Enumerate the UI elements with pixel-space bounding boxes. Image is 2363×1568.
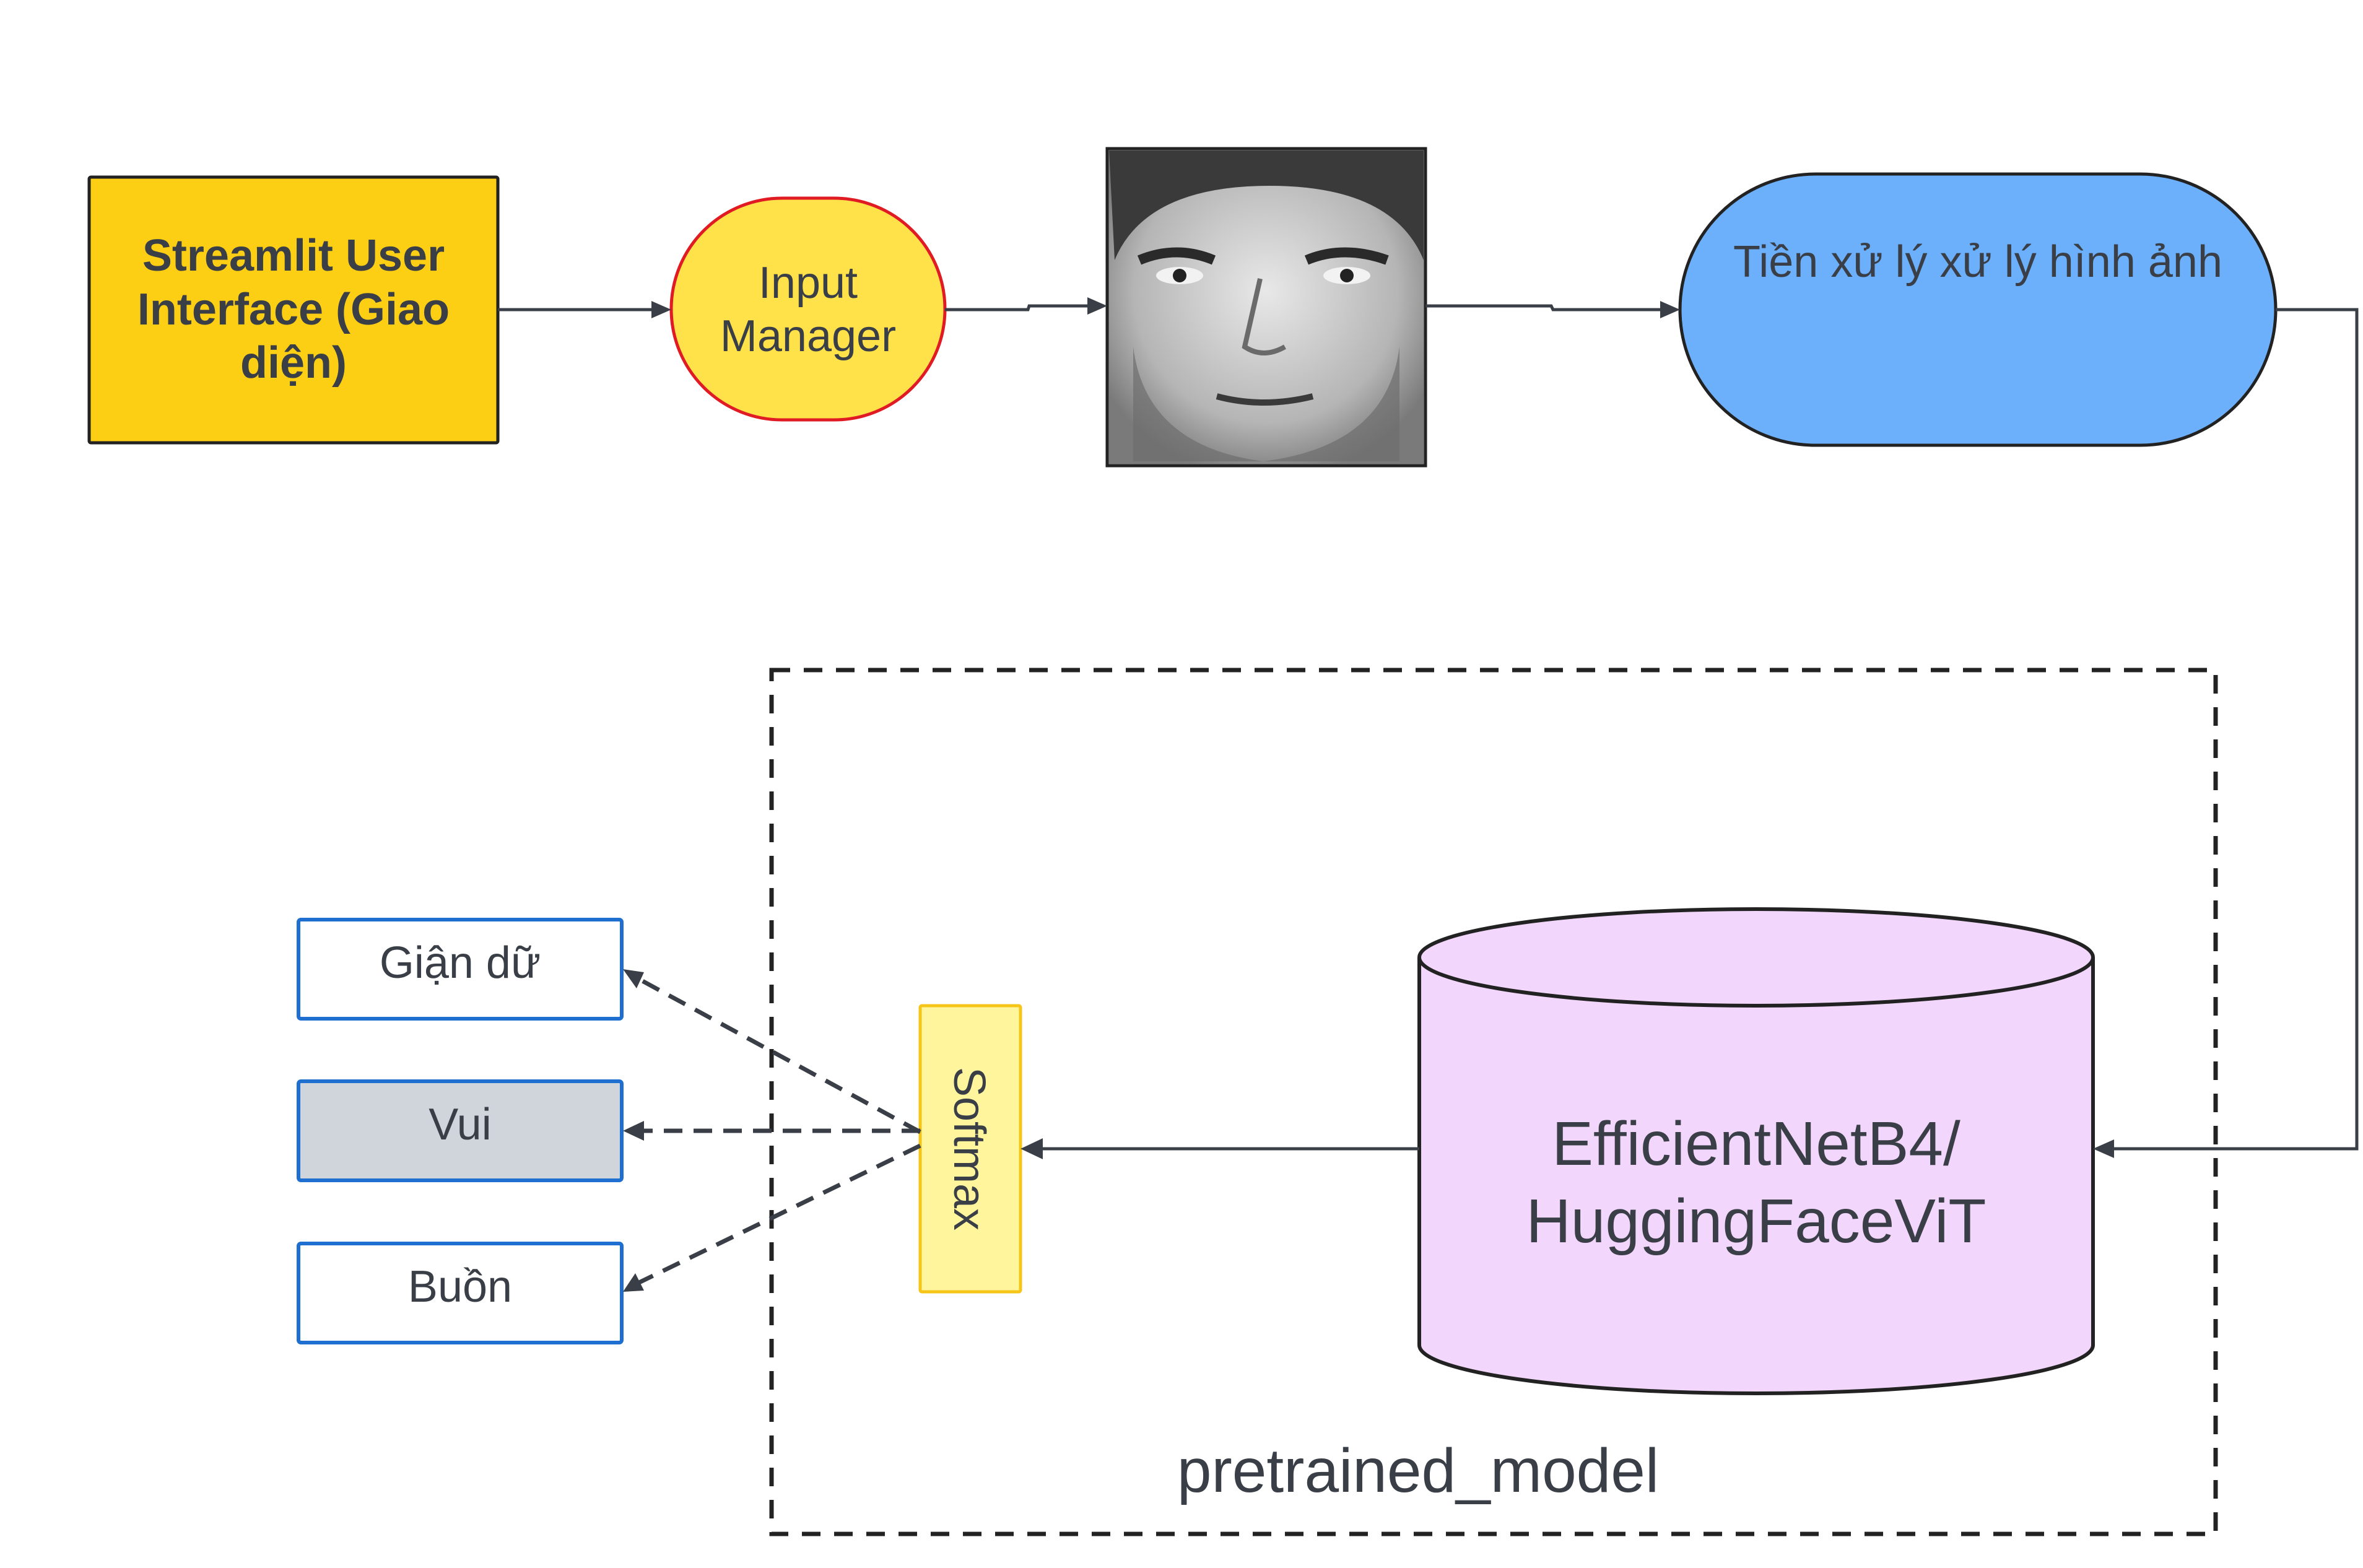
output-buon-box <box>297 1242 624 1344</box>
arrowhead-buon <box>623 1273 644 1292</box>
connector-preprocess-to-model <box>2103 308 2359 1151</box>
connector-softmax-to-buon <box>637 1143 921 1286</box>
input-manager-label: Input Manager <box>720 258 897 361</box>
softmax-label: Softmax <box>944 1066 994 1231</box>
pretrained-model-container <box>769 668 2218 1536</box>
arrowhead-model <box>2093 1139 2114 1158</box>
preprocess-label: Tiền xử lý xử lý hình ảnh <box>1733 237 2223 287</box>
output-vui-box <box>297 1079 624 1182</box>
output-gian-du-box <box>297 918 624 1021</box>
output-vui-label: Vui <box>429 1099 492 1149</box>
streamlit-ui-label: Streamlit User Interface (Giao diện) <box>137 231 450 388</box>
arrowhead-image <box>1087 297 1107 315</box>
arrowhead-input <box>651 301 671 318</box>
model-cylinder <box>1417 907 2095 1395</box>
connector-image-to-preprocess <box>1425 304 1671 311</box>
face-photo-icon <box>1105 147 1427 468</box>
pretrained-model-label: pretrained_model <box>1177 1436 1660 1505</box>
connector-input-to-image <box>945 304 1099 311</box>
arrowhead-vui <box>623 1121 644 1141</box>
model-label: EfficientNetB4/ HuggingFaceViT <box>1526 1109 1987 1256</box>
output-buon-label: Buồn <box>407 1261 513 1312</box>
arrowhead-gian-du <box>623 969 644 988</box>
output-gian-du-label: Giận dữ <box>379 938 541 988</box>
arrowhead-softmax <box>1020 1138 1043 1159</box>
connector-softmax-to-gian-du <box>637 976 921 1135</box>
arrowhead-preprocess <box>1660 301 1680 318</box>
